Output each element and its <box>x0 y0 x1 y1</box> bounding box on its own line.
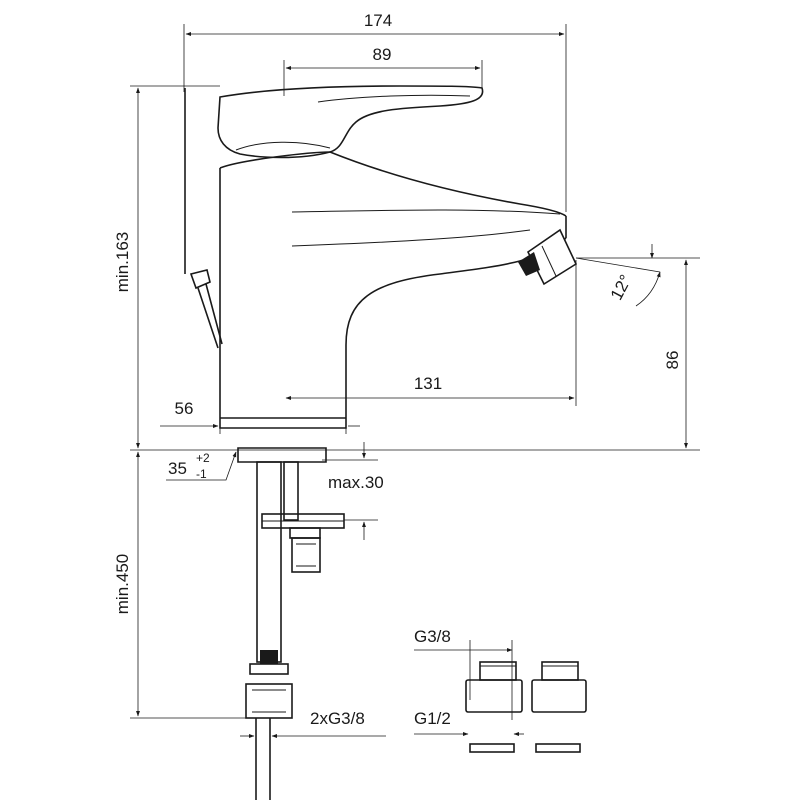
lever-handle <box>217 85 484 159</box>
dim-base-diameter-label: 56 <box>175 399 194 418</box>
adapter-thread-small-label: G3/8 <box>414 627 451 646</box>
dim-hole-diameter-label: 35 <box>168 459 187 478</box>
dim-hose-connections-label: 2xG3/8 <box>310 709 365 728</box>
extension-lines <box>130 24 700 720</box>
popup-rod <box>184 88 223 349</box>
adapter-fittings <box>465 661 587 753</box>
dim-overall-width-label: 174 <box>364 11 392 30</box>
dim-max-deck-label: max.30 <box>328 473 384 492</box>
faucet-body <box>219 151 567 429</box>
dimension-lines <box>136 32 688 738</box>
dim-min-height-label: min.163 <box>113 232 132 292</box>
dim-spout-reach-label: 131 <box>414 374 442 393</box>
under-sink-assembly <box>237 447 345 800</box>
dim-lever-width-label: 89 <box>373 45 392 64</box>
dim-min-hose-label: min.450 <box>113 554 132 614</box>
adapter-thread-large-label: G1/2 <box>414 709 451 728</box>
dim-hole-tol-minus-label: -1 <box>196 467 207 481</box>
dim-spout-angle-label: 12° <box>607 272 636 304</box>
dim-outlet-height-label: 86 <box>663 351 682 370</box>
dim-hole-tol-plus-label: +2 <box>196 451 210 465</box>
aerator <box>518 228 578 286</box>
